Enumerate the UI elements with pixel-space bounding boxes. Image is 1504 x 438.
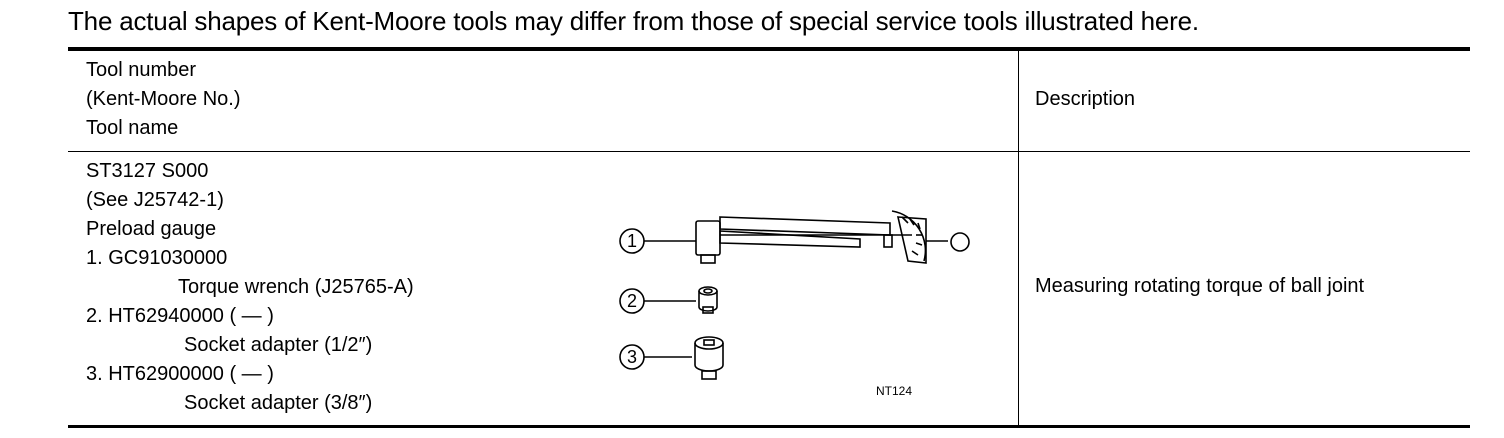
part-3-name: Socket adapter (3/8″) <box>184 392 373 414</box>
header-kent-moore-no: (Kent-Moore No.) <box>86 88 241 110</box>
tool-name: Preload gauge <box>86 218 217 240</box>
kent-moore-number: (See J25742-1) <box>86 189 224 211</box>
figure-code: NT124 <box>876 384 912 398</box>
header-tool-name: Tool name <box>86 117 179 139</box>
part-2-number: 2. HT62940000 ( — ) <box>86 305 274 327</box>
header-description: Description <box>1035 88 1136 110</box>
callout-2-label: 2 <box>627 291 637 311</box>
preload-gauge-illustration: 1 2 3 NT124 <box>619 210 970 398</box>
part-1-number: 1. GC91030000 <box>86 247 228 269</box>
header-tool-number: Tool number <box>86 59 197 81</box>
row-description: Measuring rotating torque of ball joint <box>1035 275 1365 297</box>
part-1-name: Torque wrench (J25765-A) <box>178 276 414 298</box>
part-2-name: Socket adapter (1/2″) <box>184 334 373 356</box>
tool-info: ST3127 S000 (See J25742-1) Preload gauge… <box>86 157 414 418</box>
callout-1-label: 1 <box>627 231 637 251</box>
tool-number: ST3127 S000 <box>86 160 209 182</box>
handle-knob <box>950 232 970 252</box>
table-top-rule <box>68 47 1470 51</box>
callout-3-label: 3 <box>627 347 637 367</box>
part-3-number: 3. HT62900000 ( — ) <box>86 363 274 385</box>
column-divider <box>1018 51 1019 425</box>
table-bottom-rule <box>68 425 1470 428</box>
intro-note: The actual shapes of Kent-Moore tools ma… <box>68 6 1199 36</box>
table-header-rule <box>68 151 1470 152</box>
header-tool-column: Tool number (Kent-Moore No.) Tool name <box>86 56 241 143</box>
